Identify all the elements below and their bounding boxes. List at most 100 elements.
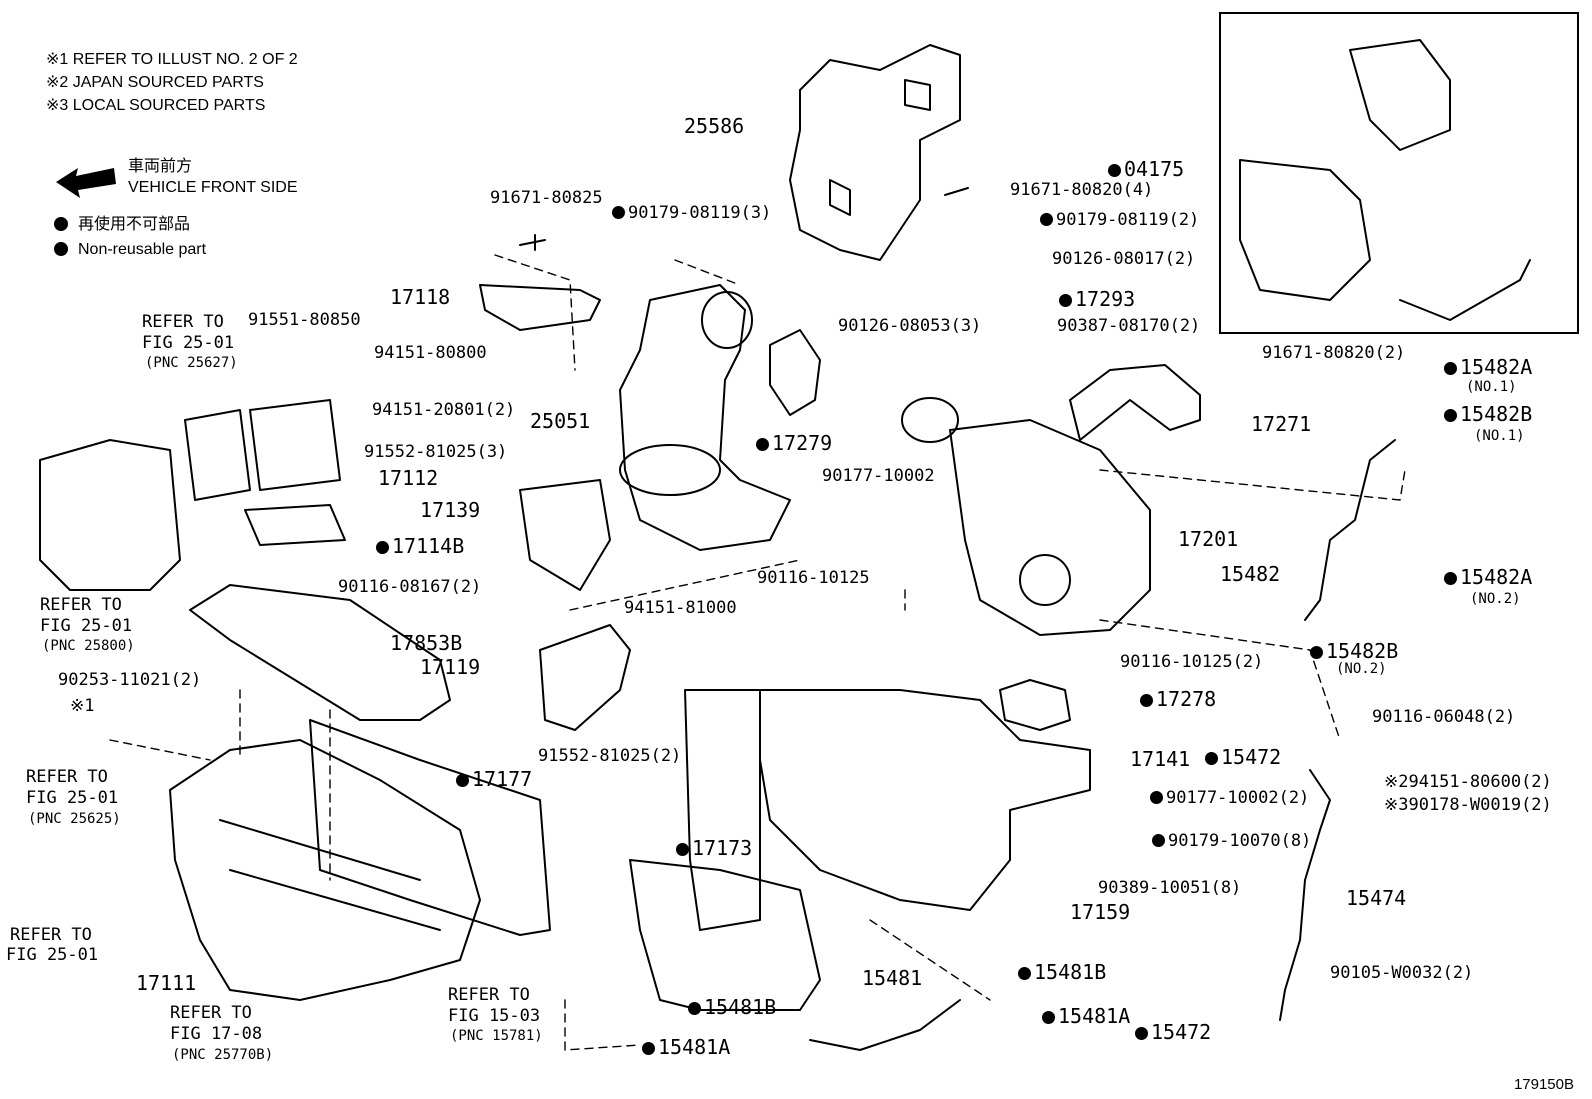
- label-15474: 15474: [1346, 886, 1407, 910]
- non-reusable-icon: [1444, 409, 1457, 422]
- ref-25627-line1: REFER TO: [142, 312, 224, 332]
- non-reusable-icon: [1444, 572, 1457, 585]
- label-90116-06048-2: 90116-06048(2): [1372, 707, 1516, 727]
- note-3: ※3 LOCAL SOURCED PARTS: [46, 97, 266, 114]
- label-94151-20801-2: 94151-20801(2): [372, 400, 516, 420]
- non-reusable-icon: [1059, 294, 1072, 307]
- label-text: 17293: [1075, 287, 1136, 311]
- label-15472-a: 15472: [1205, 746, 1281, 768]
- non-reusable-icon: [1150, 791, 1163, 804]
- legend-en: Non-reusable part: [54, 240, 206, 260]
- label-94151-81000: 94151-81000: [624, 598, 737, 618]
- label-17201: 17201: [1178, 527, 1239, 551]
- gasket-17114B: [244, 504, 346, 546]
- label-15482A-2-sub: (NO.2): [1470, 591, 1521, 607]
- insulator-17853B: [189, 584, 451, 721]
- label-15482B-2-sub: (NO.2): [1336, 661, 1387, 677]
- heat-insulator-25586: [789, 44, 961, 261]
- bracket-17119: [539, 624, 631, 731]
- label-90126-08053-3: 90126-08053(3): [838, 316, 982, 336]
- label-15472-b: 15472: [1135, 1021, 1211, 1043]
- label-text: 15481B: [1034, 960, 1107, 984]
- ref-25770-line1: REFER TO: [170, 1003, 252, 1023]
- label-17293: 17293: [1059, 288, 1135, 310]
- non-reusable-icon: [676, 843, 689, 856]
- ref-fig25-line2: FIG 25-01: [6, 945, 99, 965]
- label-15481A-a: 15481A: [1042, 1005, 1130, 1027]
- gasket-17279: [769, 329, 821, 416]
- label-17173: 17173: [676, 837, 752, 859]
- ref-25770-line2: FIG 17-08: [170, 1024, 263, 1044]
- label-91671-80820-4: 91671-80820(4): [1010, 180, 1154, 200]
- label-text: 15481A: [658, 1035, 731, 1059]
- label-15482B-1: 15482B: [1444, 403, 1532, 425]
- ref-fig25-line1: REFER TO: [10, 925, 92, 945]
- label-15481B-b: 15481B: [688, 996, 776, 1018]
- label-15482A-1: 15482A: [1444, 356, 1532, 378]
- bracket-17139: [519, 479, 611, 591]
- figure-id: 179150B: [1513, 1076, 1574, 1093]
- legend-en-text: Non-reusable part: [78, 241, 207, 258]
- label-17111: 17111: [136, 971, 197, 995]
- label-17112: 17112: [378, 466, 439, 490]
- label-15481: 15481: [862, 966, 923, 990]
- label-note1-mark: ※1: [70, 696, 95, 716]
- ref-25800-line3: (PNC 25800): [42, 638, 135, 654]
- ref-25800-line1: REFER TO: [40, 595, 122, 615]
- label-text: 15472: [1151, 1020, 1212, 1044]
- non-reusable-icon: [756, 438, 769, 451]
- label-25051: 25051: [530, 409, 591, 433]
- label-25586: 25586: [684, 114, 745, 138]
- insulator-17271: [1069, 364, 1201, 441]
- label-15482: 15482: [1220, 562, 1281, 586]
- label-text: 17279: [772, 431, 833, 455]
- legend-jp-text: 再使用不可部品: [78, 216, 191, 233]
- label-text: 17177: [472, 767, 533, 791]
- exhaust-manifold-17141: [759, 689, 1091, 911]
- label-90126-08017-2: 90126-08017(2): [1052, 249, 1196, 269]
- legend-dot-icon: [54, 242, 68, 256]
- label-17278: 17278: [1140, 688, 1216, 710]
- label-90177-10002: 90177-10002: [822, 466, 935, 486]
- gasket-17173: [684, 689, 761, 931]
- label-94151-80800: 94151-80800: [374, 343, 487, 363]
- label-text: 15482B: [1460, 402, 1533, 426]
- label-text: 17114B: [392, 534, 465, 558]
- ref-15781-line3: (PNC 15781): [450, 1028, 543, 1044]
- label-90179-10070-8: 90179-10070(8): [1152, 831, 1311, 851]
- ref-15781-line2: FIG 15-03: [448, 1006, 541, 1026]
- ref-25625-line1: REFER TO: [26, 767, 108, 787]
- label-text: 90179-10070(8): [1168, 831, 1312, 851]
- label-90177-10002-2: 90177-10002(2): [1150, 788, 1309, 808]
- label-90387-08170-2: 90387-08170(2): [1057, 316, 1201, 336]
- label-91552-81025-2: 91552-81025(2): [538, 746, 682, 766]
- non-reusable-icon: [1108, 164, 1121, 177]
- hose-15481: [809, 999, 961, 1051]
- non-reusable-icon: [642, 1042, 655, 1055]
- label-90116-08167-2: 90116-08167(2): [338, 577, 482, 597]
- label-15481B-a: 15481B: [1018, 961, 1106, 983]
- ref-25800-line2: FIG 25-01: [40, 616, 133, 636]
- label-04175: 04175: [1108, 158, 1184, 180]
- note-2: ※2 JAPAN SOURCED PARTS: [46, 74, 264, 91]
- ref-25625-line3: (PNC 25625): [28, 811, 121, 827]
- label-90105-W0032-2: 90105-W0032(2): [1330, 963, 1474, 983]
- label-90389-10051-8: 90389-10051(8): [1098, 878, 1242, 898]
- label-17118: 17118: [390, 285, 451, 309]
- non-reusable-icon: [1042, 1011, 1055, 1024]
- label-17141: 17141: [1130, 747, 1191, 771]
- legend-dot-icon: [54, 217, 68, 231]
- label-17177: 17177: [456, 768, 532, 790]
- label-text: 15482A: [1460, 565, 1533, 589]
- gasket-17278: [999, 679, 1071, 731]
- turbocharger-17201: [949, 419, 1151, 636]
- label-04175-text: 04175: [1124, 157, 1185, 181]
- label-text: 15481B: [704, 995, 777, 1019]
- label-91671-80820-2: 91671-80820(2): [1262, 343, 1406, 363]
- intake-manifold-17111: [169, 739, 481, 1001]
- ref-25627-line3: (PNC 25627): [145, 355, 238, 371]
- label-text: 90179-08119(3): [628, 203, 772, 223]
- oil-pipe-15474: [1279, 769, 1331, 1021]
- legend-jp: 再使用不可部品: [54, 215, 190, 235]
- label-17853B: 17853B: [390, 631, 463, 655]
